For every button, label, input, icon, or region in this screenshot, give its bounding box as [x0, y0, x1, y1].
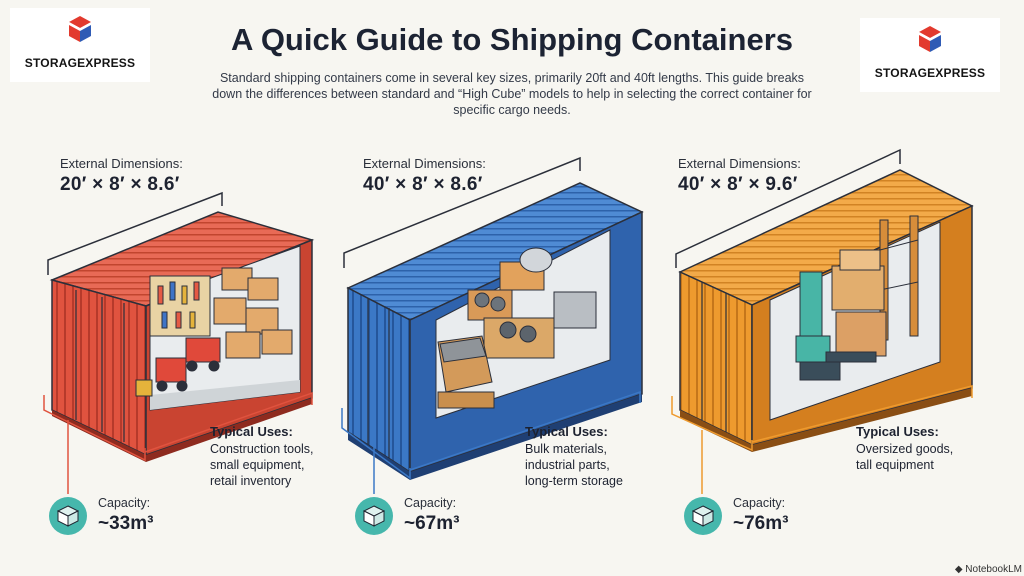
dimensions-value: 40′ × 8′ × 9.6′	[678, 174, 798, 195]
uses-item: Bulk materials,	[525, 442, 607, 456]
capacity-badge	[355, 497, 393, 535]
capacity-value: ~76m³	[733, 513, 789, 534]
dimensions-value: 40′ × 8′ × 8.6′	[363, 174, 483, 195]
watermark-text: NotebookLM	[965, 564, 1022, 575]
watermark: ◆ NotebookLM	[952, 563, 1024, 576]
page-subtitle: Standard shipping containers come in sev…	[212, 71, 812, 117]
box-icon	[362, 505, 386, 527]
container-40ft-high-cube	[671, 148, 974, 494]
dimensions-label: External Dimensions:	[60, 156, 183, 171]
uses-item: Construction tools,	[210, 442, 314, 456]
storagexpress-logo-icon	[919, 26, 941, 52]
uses-item: tall equipment	[856, 458, 934, 472]
box-icon	[691, 505, 715, 527]
uses-item: Oversized goods,	[856, 442, 954, 456]
uses-item: retail inventory	[210, 474, 292, 488]
logo-text: STORAGEXPRESS	[874, 66, 986, 80]
logo-left: STORAGEXPRESS	[10, 8, 150, 82]
page-title: A Quick Guide to Shipping Containers	[230, 22, 794, 57]
uses-item: industrial parts,	[525, 458, 610, 472]
uses-title: Typical Uses:	[856, 424, 939, 439]
container-40ft	[341, 156, 644, 494]
logo-text: STORAGEXPRESS	[24, 56, 136, 70]
dimensions-label: External Dimensions:	[678, 156, 801, 171]
capacity-value: ~67m³	[404, 513, 460, 534]
capacity-label: Capacity:	[98, 496, 151, 510]
storagexpress-logo-icon	[69, 16, 91, 42]
capacity-label: Capacity:	[404, 496, 457, 510]
dimensions-label: External Dimensions:	[363, 156, 486, 171]
capacity-label: Capacity:	[733, 496, 786, 510]
box-icon	[56, 505, 80, 527]
logo-right: STORAGEXPRESS	[860, 18, 1000, 92]
uses-title: Typical Uses:	[525, 424, 608, 439]
uses-item: long-term storage	[525, 474, 623, 488]
container-20ft	[43, 191, 315, 494]
uses-item: small equipment,	[210, 458, 305, 472]
capacity-badge	[684, 497, 722, 535]
uses-title: Typical Uses:	[210, 424, 293, 439]
capacity-value: ~33m³	[98, 513, 154, 534]
dimensions-value: 20′ × 8′ × 8.6′	[60, 174, 180, 195]
capacity-badge	[49, 497, 87, 535]
